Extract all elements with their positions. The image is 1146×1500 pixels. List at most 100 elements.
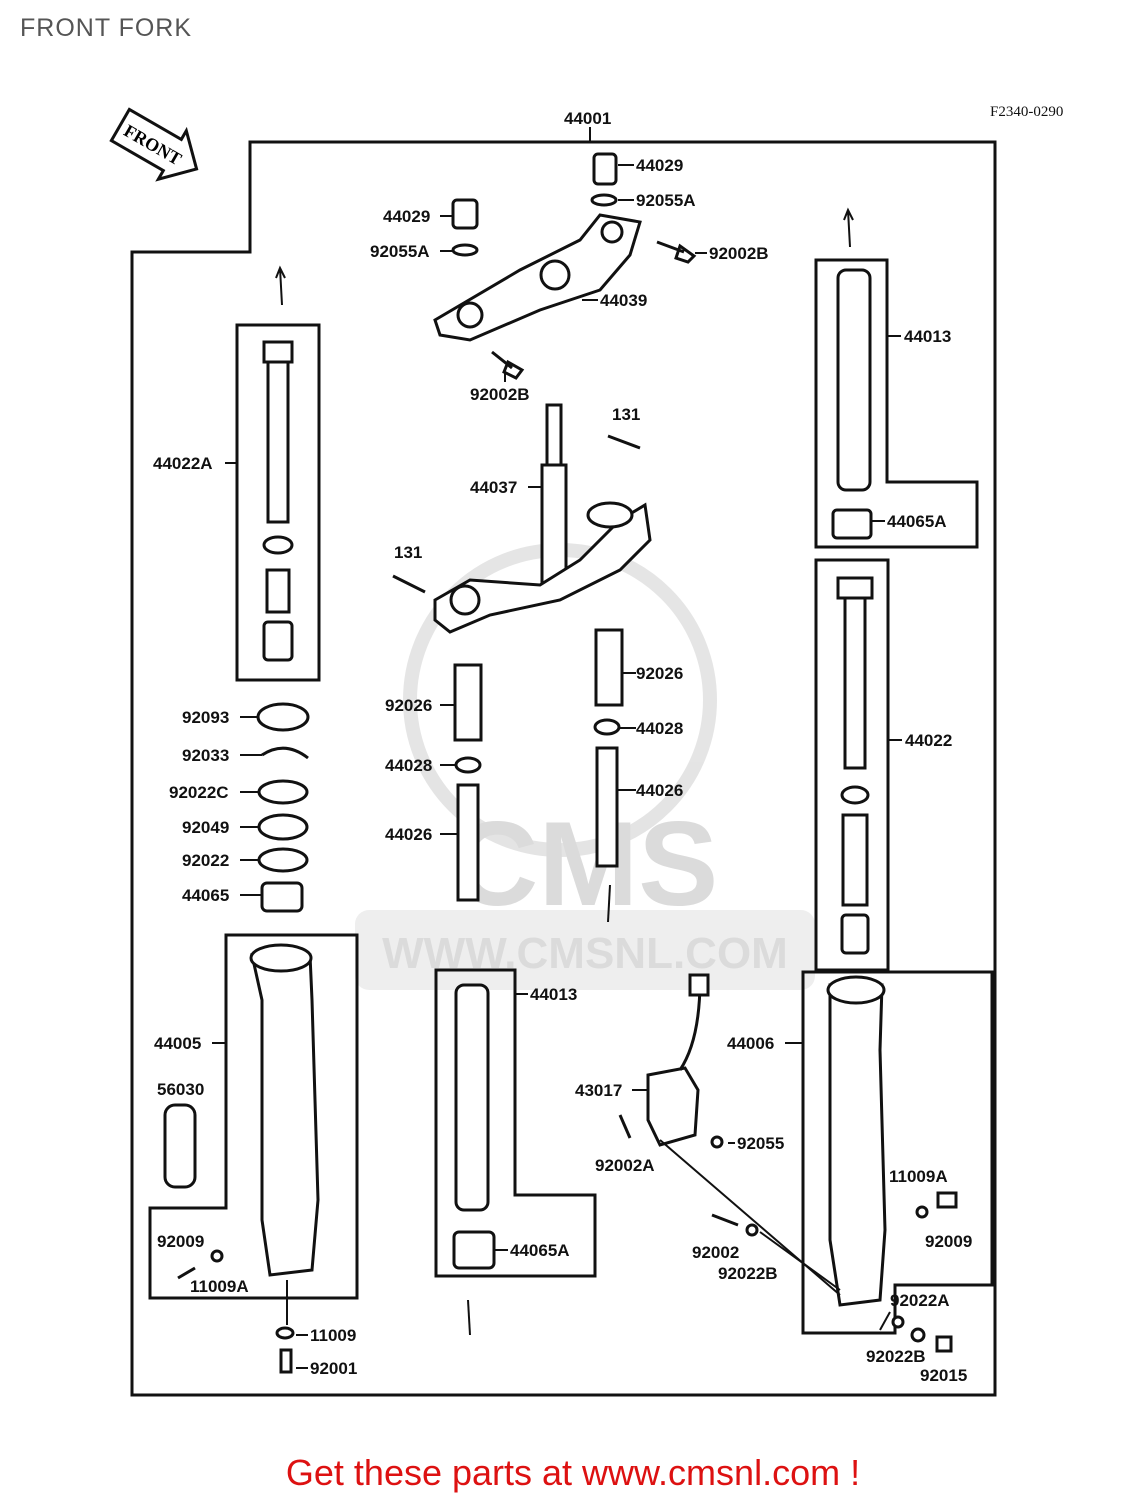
bushing-92049	[257, 813, 309, 841]
callout-92002: 92002	[692, 1243, 739, 1262]
box-inner-tube-right	[814, 258, 979, 549]
footer-link[interactable]: Get these parts at www.cmsnl.com !	[285, 1452, 861, 1493]
arrow-up-right	[843, 207, 854, 248]
callout-44001: 44001	[564, 109, 611, 128]
outer-tube-right-mouth	[826, 975, 886, 1005]
upper-bracket-hole-left	[456, 301, 484, 329]
callout-44065: 44065	[182, 886, 229, 905]
grommet-92055	[710, 1135, 724, 1149]
callout-92001: 92001	[310, 1359, 357, 1378]
damper-right-washer	[840, 785, 870, 805]
steering-stem-shaft	[540, 463, 568, 587]
damper-left-washer	[262, 535, 294, 555]
box-damper-right	[814, 558, 890, 972]
callout-92002a: 92002A	[595, 1156, 655, 1175]
lower-bracket-hole-left	[449, 584, 481, 616]
callout-131-upper: 131	[612, 405, 640, 424]
bolt-92001	[279, 1348, 293, 1374]
washer-92022b-lower	[891, 1315, 905, 1329]
arrow-down-center	[607, 884, 611, 923]
seat-44028-right	[593, 718, 621, 736]
washer-11009a-left	[210, 1249, 224, 1263]
bushing-44065	[260, 881, 304, 913]
seat-44028-left	[454, 756, 482, 774]
callout-labels: 44001 44029 92055A 44029 92055A 92002B 4…	[153, 109, 972, 1385]
sensor-connector	[688, 973, 710, 997]
bushing-44065a-center	[452, 1230, 496, 1270]
lower-bracket-hole-right	[586, 501, 634, 529]
upper-bracket-hole-center	[539, 259, 571, 291]
washer-11009a-right	[915, 1205, 929, 1219]
box-outer-tube-left	[148, 933, 359, 1300]
oring-upper	[590, 193, 618, 207]
callout-92026-left: 92026	[385, 696, 432, 715]
upper-bracket	[433, 213, 642, 342]
callout-92015: 92015	[920, 1366, 967, 1385]
outer-tube-right	[828, 983, 887, 1307]
callout-92049: 92049	[182, 818, 229, 837]
bleed-92002	[711, 1213, 739, 1227]
callout-92002b-lower: 92002B	[470, 385, 530, 404]
box-inner-tube-center	[434, 968, 597, 1278]
callout-44065a-center: 44065A	[510, 1241, 570, 1260]
callout-92009-right: 92009	[925, 1232, 972, 1251]
callout-44065a-right: 44065A	[887, 512, 947, 531]
callout-11009: 11009	[310, 1326, 356, 1345]
gasket-11009	[275, 1326, 295, 1340]
bolt-92002a	[618, 1114, 632, 1139]
damper-left-top	[262, 340, 294, 364]
front-arrow-icon: FRONT	[109, 107, 199, 182]
washer-92022	[257, 847, 309, 873]
box-outer-tube-right	[801, 970, 994, 1335]
box-fork-damper-left	[235, 323, 321, 682]
callout-44029-upper: 44029	[636, 156, 683, 175]
watermark-brand: CMS	[452, 797, 719, 931]
bolt-131-lower	[392, 574, 426, 594]
callout-44028-left: 44028	[385, 756, 432, 775]
bolt-92009-right	[936, 1191, 958, 1209]
spring-44026-left	[456, 783, 480, 902]
callout-44026-right: 44026	[636, 781, 683, 800]
damper-left-rod	[266, 360, 290, 524]
callout-92055a-left: 92055A	[370, 242, 430, 261]
page-title: FRONT FORK	[20, 14, 193, 42]
callout-92022a: 92022A	[890, 1291, 950, 1310]
sensor-43017	[646, 1066, 700, 1147]
callout-11009a-right: 11009A	[889, 1167, 948, 1186]
callout-92009-left: 92009	[157, 1232, 204, 1251]
cap-bolt-left	[451, 198, 479, 230]
damper-right-spring	[841, 813, 869, 907]
lower-bracket	[433, 502, 652, 634]
callout-44028-right: 44028	[636, 719, 683, 738]
damper-right-piece	[840, 913, 870, 955]
callout-11009a-left: 11009A	[190, 1277, 249, 1296]
drawing-code: F2340-0290	[990, 104, 1063, 120]
callout-92022b: 92022B	[718, 1264, 778, 1283]
inner-tube-right	[836, 268, 872, 492]
leader-lines	[212, 127, 902, 1369]
damper-left-piece	[262, 620, 294, 662]
callout-44022a: 44022A	[153, 454, 213, 473]
collar-92026-left	[453, 663, 483, 742]
arrow-up-left	[275, 265, 286, 306]
arrow-down-lower	[467, 1299, 471, 1336]
circlip-92033	[261, 746, 309, 760]
footer-banner: Get these parts at www.cmsnl.com !	[0, 1452, 1146, 1494]
damper-right-top	[836, 576, 874, 600]
bolt-92009-left	[177, 1266, 196, 1280]
sub-assembly-boxes	[148, 258, 994, 1335]
outer-tube-left-mouth	[249, 943, 313, 973]
outer-tube-left	[250, 953, 320, 1277]
callout-44013-center: 44013	[530, 985, 577, 1004]
callout-44029-left: 44029	[383, 207, 430, 226]
cap-bolt-upper	[592, 152, 618, 186]
callout-131-lower: 131	[394, 543, 422, 562]
callout-43017: 43017	[575, 1081, 622, 1100]
bolt-131-upper	[607, 434, 641, 450]
bolt-92002b-lower	[491, 350, 525, 380]
callout-92026-right: 92026	[636, 664, 683, 683]
collar-92026-right	[594, 628, 624, 707]
oring-left	[451, 243, 479, 257]
callout-44037: 44037	[470, 478, 517, 497]
